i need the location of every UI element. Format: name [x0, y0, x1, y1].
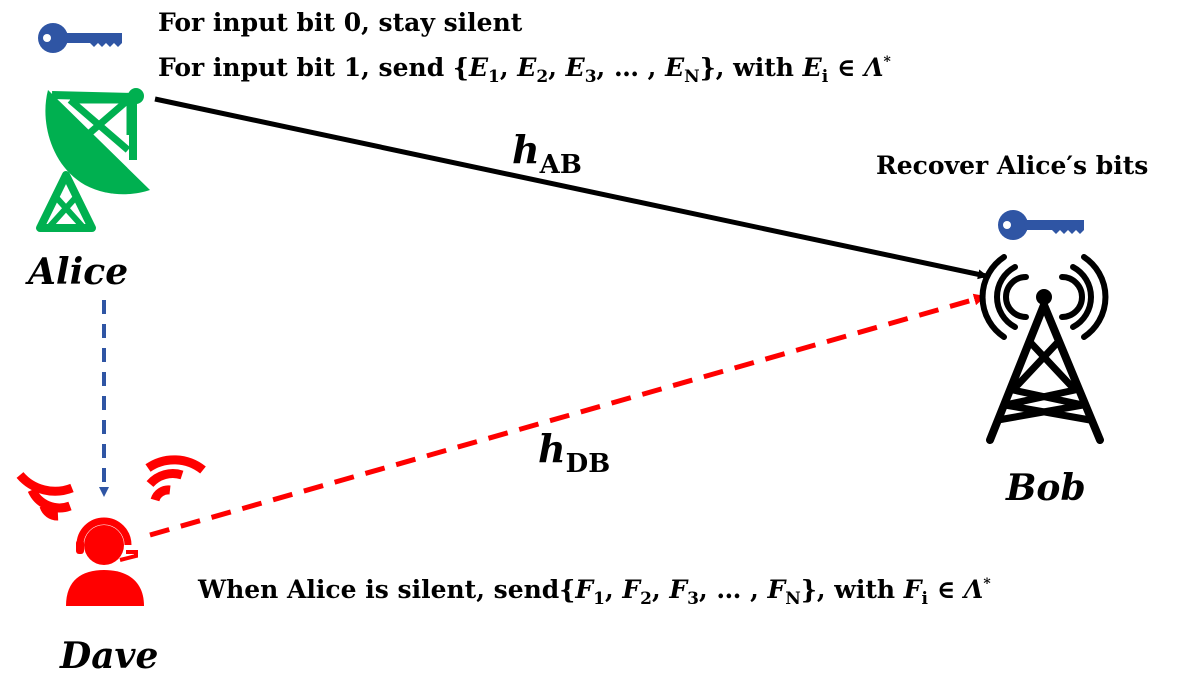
dave-signal-left-icon [16, 471, 74, 521]
bob-key-icon [998, 210, 1084, 240]
dave-operator-icon [66, 517, 144, 606]
link-dave-bob [149, 293, 986, 538]
satellite-dish-icon [36, 88, 150, 232]
alice-rule-bit0: For input bit 0, stay silent [158, 8, 523, 37]
bob-label: Bob [1005, 467, 1086, 509]
link-alice-bob [154, 96, 988, 280]
dave-label: Dave [59, 635, 158, 677]
channel-label-hab: hAB [512, 127, 582, 180]
channel-label-hdb: hDB [538, 426, 610, 479]
alice-key-icon [38, 23, 122, 53]
dave-rule: When Alice is silent, send{F1, F2, F3, …… [197, 575, 991, 609]
dave-signal-right-icon [145, 455, 206, 502]
radio-tower-icon [979, 254, 1109, 444]
alice-label: Alice [25, 251, 128, 293]
alice-rule-bit1: For input bit 1, send {E1, E2, E3, … , E… [158, 53, 891, 87]
bob-recover-text: Recover Alice′s bits [876, 151, 1148, 180]
